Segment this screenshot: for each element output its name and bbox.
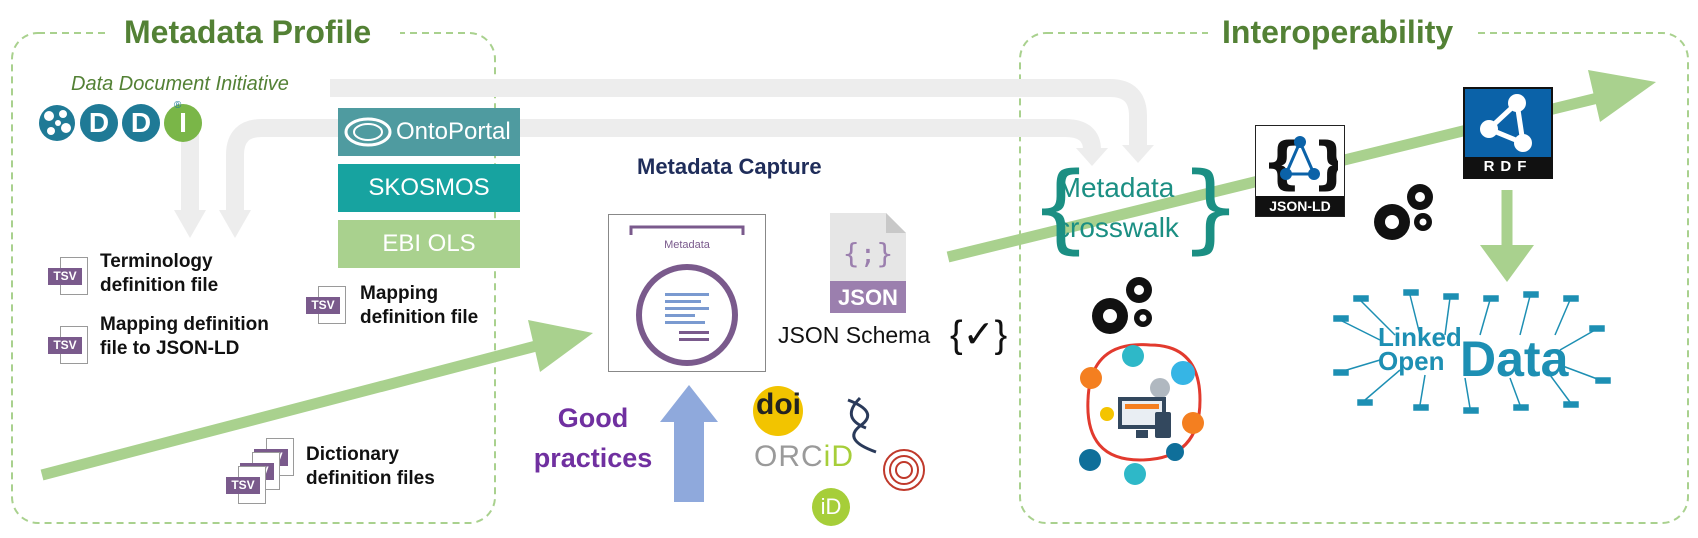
svg-text:}: } bbox=[1312, 131, 1338, 194]
jsonld-icon: { } JSON-LD bbox=[1255, 125, 1345, 217]
ebi-ols-badge: EBI OLS bbox=[338, 220, 520, 268]
good-practices-arrow bbox=[660, 385, 718, 502]
ddi-letter-2: D bbox=[122, 104, 160, 142]
metadata-card-label: Metadata bbox=[664, 239, 710, 251]
tsv-file-icon: TSV bbox=[48, 326, 88, 364]
interoperability-box bbox=[1019, 32, 1689, 524]
interoperability-title: Interoperability bbox=[1222, 14, 1454, 50]
green-flow-arrows bbox=[40, 89, 1612, 481]
ddi-letter-1: D bbox=[80, 104, 118, 142]
skosmos-badge: SKOSMOS bbox=[338, 164, 520, 212]
metadata-capture-title: Metadata Capture bbox=[637, 154, 822, 179]
json-glyph: {;} bbox=[842, 237, 894, 270]
jsonld-label: JSON-LD bbox=[1256, 196, 1344, 216]
fingerprint-icon bbox=[883, 449, 925, 491]
ontoportal-badge: OntoPortal bbox=[338, 108, 520, 156]
linked-open-data-icon bbox=[1333, 289, 1611, 414]
orcid-icon: ORCiD bbox=[754, 440, 855, 473]
metadata-profile-title: Metadata Profile bbox=[124, 14, 372, 50]
green-arrowheads bbox=[528, 70, 1656, 372]
json-schema-label: JSON Schema bbox=[778, 322, 931, 348]
registered-mark: ® bbox=[174, 100, 182, 111]
ontoportal-icon bbox=[344, 117, 392, 147]
rdf-label: RDF bbox=[1465, 157, 1551, 177]
ddi-logo: D D I bbox=[38, 104, 202, 144]
json-schema-icon: {✓} bbox=[950, 314, 1008, 356]
metadata-card-icon: Metadata bbox=[608, 214, 766, 372]
rdf-icon: RDF bbox=[1463, 87, 1553, 179]
crosswalk-brace-close: } bbox=[1180, 152, 1242, 264]
orcid-id-badge: iD bbox=[812, 488, 850, 526]
doi-label: doi bbox=[756, 388, 801, 421]
gears-icon-right bbox=[1374, 184, 1433, 240]
tsv-file-icon: TSV bbox=[48, 257, 88, 295]
lod-data-label: Data bbox=[1460, 331, 1569, 387]
ontoportal-label: OntoPortal bbox=[396, 118, 511, 145]
grey-connector-arrows bbox=[181, 79, 1147, 210]
dna-icon bbox=[847, 396, 877, 454]
crosswalk-brace-open: { bbox=[1030, 152, 1092, 264]
json-tag: JSON bbox=[838, 285, 898, 310]
tsv-file-icon: TSV bbox=[226, 466, 266, 504]
metadata-profile-box bbox=[11, 32, 496, 524]
ddi-subtitle: Data Document Initiative bbox=[71, 73, 289, 95]
grey-arrowheads bbox=[174, 145, 1154, 238]
ddi-letter-3: I bbox=[164, 104, 202, 142]
doi-icon bbox=[753, 386, 803, 436]
gears-icon bbox=[1092, 277, 1152, 334]
tsv-file-icon: TSV bbox=[306, 286, 346, 324]
network-devices-icon bbox=[1079, 343, 1204, 485]
ddi-globe-icon bbox=[39, 105, 75, 141]
json-file-icon: {;} JSON bbox=[830, 213, 906, 313]
